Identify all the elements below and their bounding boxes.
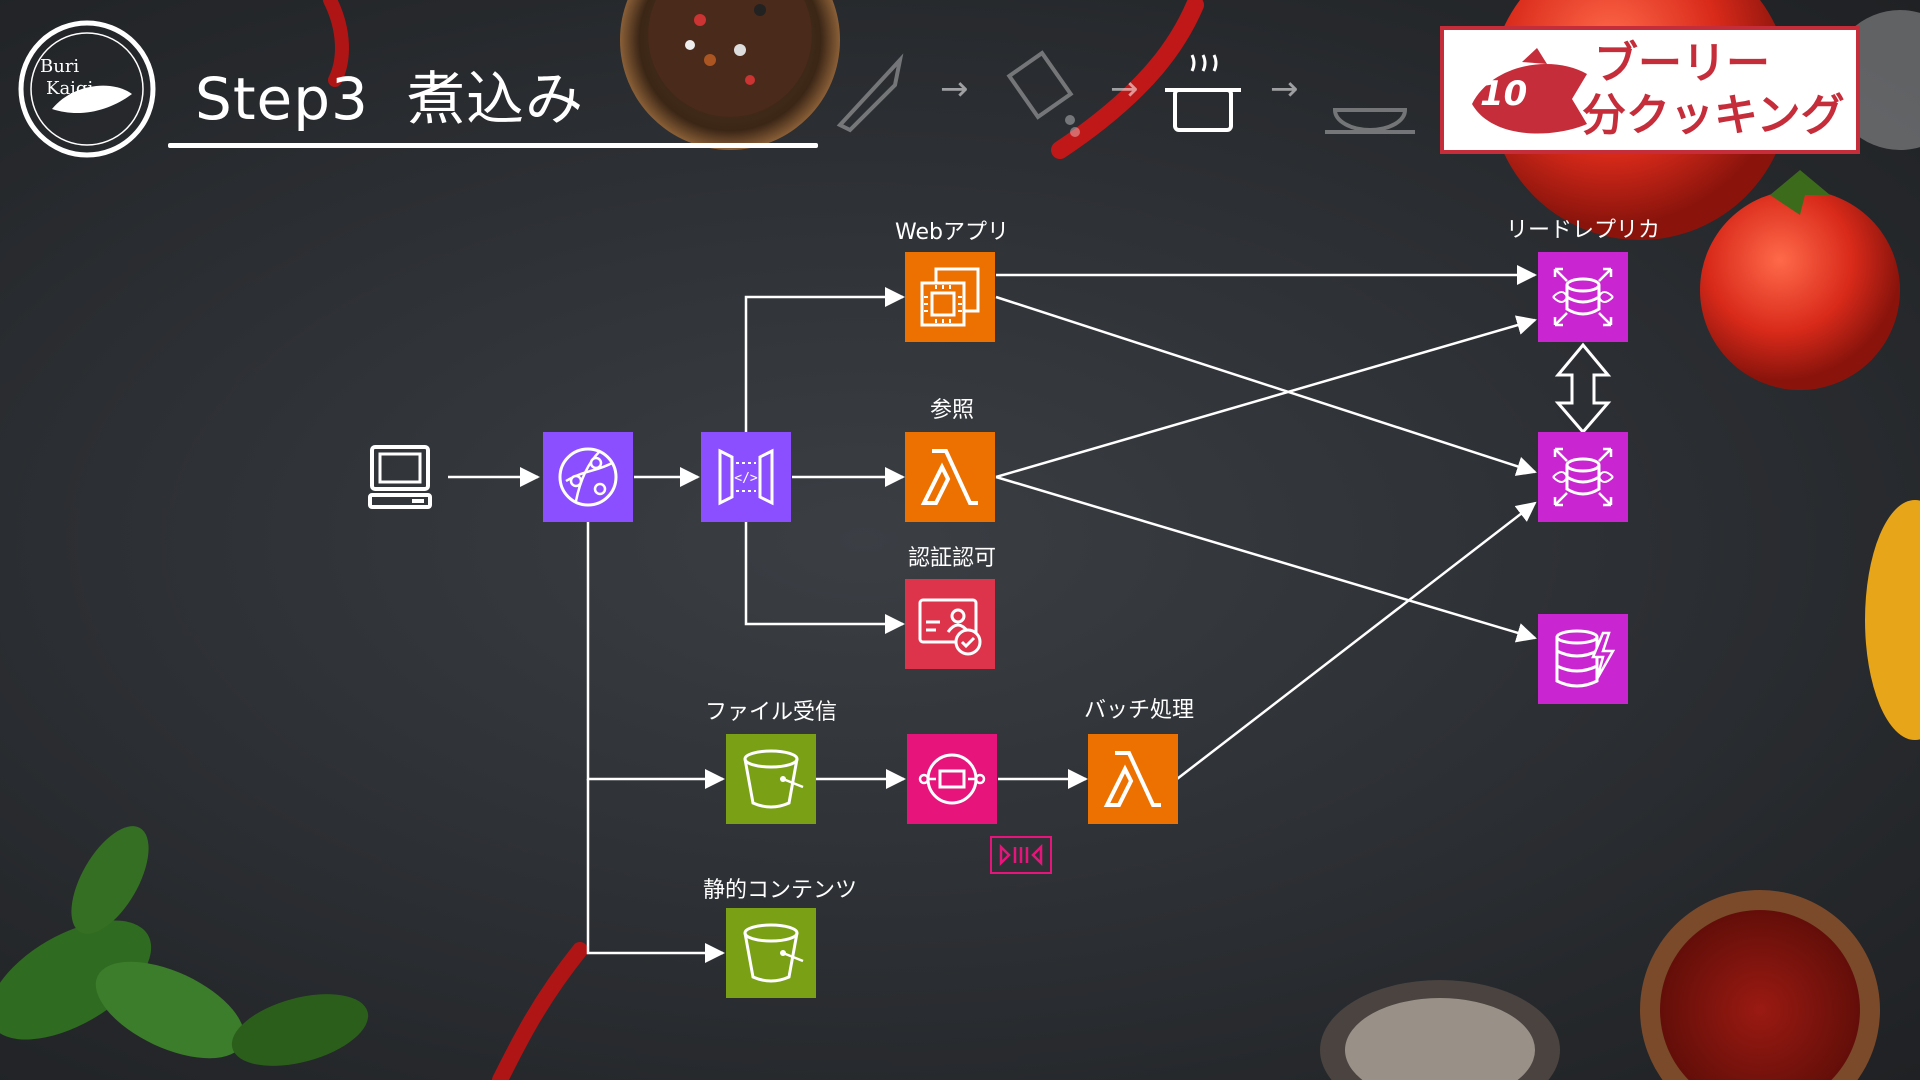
ec2-webapp-node[interactable]: [905, 252, 995, 342]
sqs-node[interactable]: [907, 734, 997, 824]
ec2-icon: [914, 261, 986, 333]
edge-ec2-primary: [996, 297, 1535, 472]
lambda-reference-node[interactable]: [905, 432, 995, 522]
rds-icon: [1547, 261, 1619, 333]
lambda-icon: [914, 441, 986, 513]
logo-number: 10: [1480, 74, 1527, 114]
s3-static-content-node[interactable]: [726, 908, 816, 998]
sqs-icon: [916, 743, 988, 815]
lambda-batch-node[interactable]: [1088, 734, 1178, 824]
api-gateway-node[interactable]: </>: [701, 432, 791, 522]
rds-read-replica-node[interactable]: [1538, 252, 1628, 342]
cloudfront-icon: [552, 441, 624, 513]
label-auth: 認証認可: [908, 540, 996, 572]
edge-batch-primary: [1177, 503, 1535, 779]
dynamodb-node[interactable]: [1538, 614, 1628, 704]
label-webapp: Webアプリ: [895, 214, 1009, 246]
edge-lambda-dynamodb: [996, 477, 1535, 638]
svg-text:</>: </>: [734, 471, 758, 486]
label-reference: 参照: [930, 392, 974, 424]
replication-double-arrow: [1558, 345, 1608, 432]
lambda-icon: [1097, 743, 1169, 815]
label-file-receive: ファイル受信: [705, 694, 837, 726]
s3-file-receive-node[interactable]: [726, 734, 816, 824]
api-gateway-icon: </>: [710, 441, 782, 513]
dynamodb-icon: [1547, 623, 1619, 695]
client-laptop: [355, 432, 445, 522]
cognito-icon: [914, 588, 986, 660]
edge-apigw-ec2: [746, 297, 903, 432]
cloudfront-node[interactable]: [543, 432, 633, 522]
label-read-replica: リードレプリカ: [1506, 212, 1660, 244]
queue-badge: [990, 836, 1052, 874]
cognito-auth-node[interactable]: [905, 579, 995, 669]
rds-icon: [1547, 441, 1619, 513]
s3-bucket-icon: [735, 743, 807, 815]
queue-icon: [997, 843, 1045, 867]
edge-cloudfront-s3static: [588, 779, 723, 953]
label-batch: バッチ処理: [1084, 692, 1194, 724]
laptop-icon: [364, 441, 436, 513]
edge-apigw-cognito: [746, 522, 903, 624]
edge-lambda-replica: [996, 320, 1535, 477]
s3-bucket-icon: [735, 917, 807, 989]
label-static: 静的コンテンツ: [703, 872, 857, 904]
rds-primary-node[interactable]: [1538, 432, 1628, 522]
edge-cloudfront-s3file: [588, 522, 723, 779]
